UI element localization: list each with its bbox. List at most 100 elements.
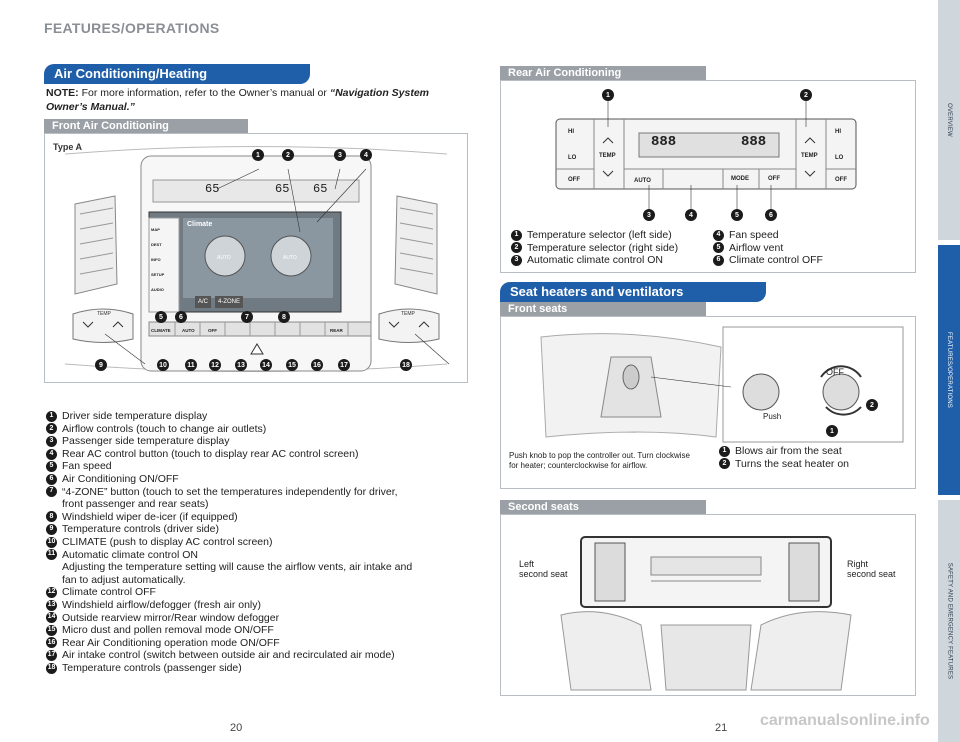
callout-3: 3 [334, 149, 346, 161]
knob-off-label: OFF [826, 367, 844, 377]
callout-7: 7 [241, 311, 253, 323]
auto-button[interactable]: AUTO [182, 328, 195, 333]
rear-lo-left[interactable]: LO [568, 155, 577, 161]
center-console-illustration [540, 326, 904, 443]
legend-item-continued: front passenger and rear seats) [62, 498, 209, 511]
rear-hi-left[interactable]: HI [568, 129, 574, 135]
left-auto-label: AUTO [217, 255, 231, 261]
legend-number: 10 [46, 536, 57, 548]
callout-2: 2 [282, 149, 294, 161]
rear-off-button[interactable]: OFF [768, 176, 780, 182]
passenger-temp-control: TEMP [378, 308, 440, 343]
legend-number: 3 [46, 435, 57, 447]
rear-button[interactable]: REAR [330, 328, 343, 333]
driver-temp-control: TEMP [72, 308, 134, 343]
tab-features-operations[interactable]: FEATURES/OPERATIONS [938, 245, 960, 495]
seat-callout-2: 2 [866, 399, 878, 411]
right-auto-label: AUTO [283, 255, 297, 261]
rear-lo-right[interactable]: LO [835, 155, 844, 161]
rear-temp-right: TEMP [801, 153, 818, 159]
legend-number: 9 [46, 524, 57, 536]
watermark: carmanualsonline.info [760, 712, 930, 729]
menu-setup[interactable]: SETUP [151, 272, 165, 277]
seat-callout-1: 1 [826, 425, 838, 437]
climate-button[interactable]: CLIMATE [151, 328, 171, 333]
rear-callout-2: 2 [800, 89, 812, 101]
svg-text:TEMP: TEMP [97, 311, 112, 317]
right-second-seat-label: Right second seat [847, 559, 896, 579]
rear-callout-5: 5 [731, 209, 743, 221]
callout-9: 9 [95, 359, 107, 371]
ac-button[interactable]: A/C [195, 296, 212, 308]
right-air-vent [394, 195, 438, 295]
tab-safety-emergency[interactable]: SAFETY AND EMERGENCY FEATURES [938, 500, 960, 742]
rear-off-left[interactable]: OFF [568, 177, 580, 183]
callout-12: 12 [209, 359, 221, 371]
rear-ac-panel-illustration [555, 99, 857, 213]
svg-text:TEMP: TEMP [401, 311, 416, 317]
rear-callout-1: 1 [602, 89, 614, 101]
rear-hi-right[interactable]: HI [835, 129, 841, 135]
menu-dest[interactable]: DEST [151, 242, 162, 247]
driver-temp-display: 65 [205, 182, 220, 196]
rear-auto-button[interactable]: AUTO [634, 178, 651, 184]
screen-title: Climate [187, 221, 213, 228]
rear-callout-3: 3 [643, 209, 655, 221]
legend-item-continued: fan to adjust automatically. [62, 573, 186, 586]
rear-mode-button[interactable]: MODE [731, 176, 749, 182]
legend-number: 17 [46, 650, 57, 661]
menu-audio[interactable]: AUDIO [151, 287, 164, 292]
menu-map[interactable]: MAP [151, 227, 160, 232]
legend-number: 12 [46, 587, 57, 599]
legend-item-continued: Adjusting the temperature setting will c… [62, 561, 413, 574]
page-number-left: 20 [230, 722, 243, 734]
legend-item: 7“4-ZONE” button (touch to set the tempe… [46, 486, 466, 499]
rear-ac-heading: Rear Air Conditioning [500, 66, 706, 80]
page-number-right: 21 [715, 722, 728, 734]
callout-14: 14 [260, 359, 272, 371]
note-text: NOTE: For more information, refer to the… [46, 86, 466, 114]
front-seats-figure: OFF Push 1 2 Push knob to pop the contro… [500, 316, 916, 489]
four-zone-button[interactable]: 4-ZONE [215, 296, 244, 308]
side-tabs: OVERVIEW FEATURES/OPERATIONS SAFETY AND … [938, 0, 960, 742]
callout-15: 15 [286, 359, 298, 371]
type-a-label: Type A [53, 142, 83, 152]
tab-overview[interactable]: OVERVIEW [938, 0, 960, 240]
screen-menu: MAP DEST INFO SETUP AUDIO [151, 222, 177, 297]
callout-6: 6 [175, 311, 187, 323]
menu-info[interactable]: INFO [151, 257, 161, 262]
front-seats-caption: Push knob to pop the controller out. Tur… [509, 451, 690, 470]
note-reference: “Navigation System Owner’s Manual.” [46, 87, 430, 113]
legend-number: 4 [46, 448, 57, 460]
off-button[interactable]: OFF [208, 328, 217, 333]
rear-display-left: 888 [651, 134, 677, 150]
callout-5: 5 [155, 311, 167, 323]
legend-number: 13 [46, 599, 57, 611]
legend-number: 6 [46, 473, 57, 485]
rear-off-right[interactable]: OFF [835, 177, 847, 183]
callout-10: 10 [157, 359, 169, 371]
